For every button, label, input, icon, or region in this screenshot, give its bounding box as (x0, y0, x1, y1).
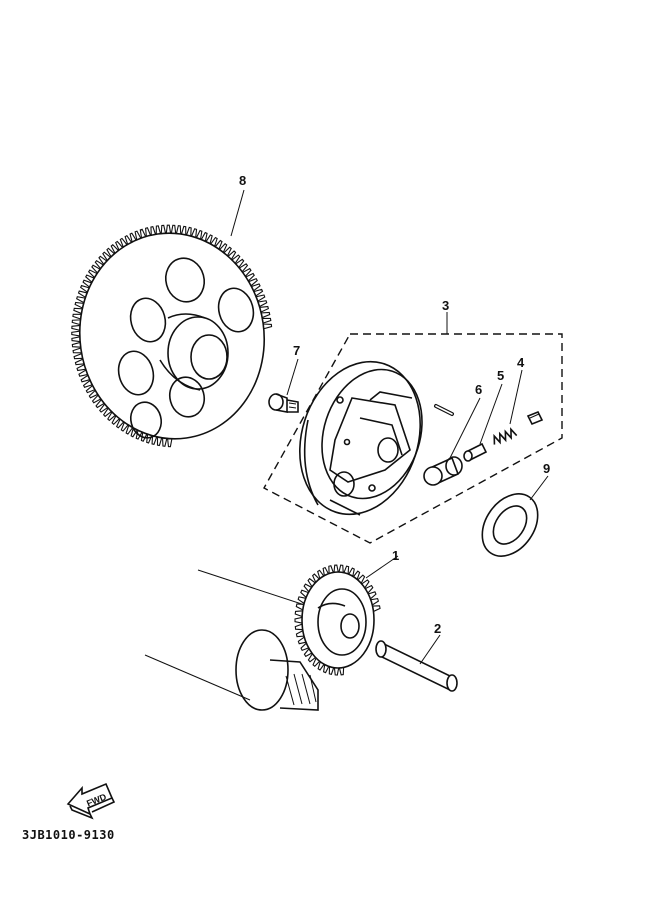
callout-3: 3 (442, 298, 449, 313)
leader-line-1 (365, 555, 399, 579)
shaft-2 (375, 640, 458, 692)
bolt-7 (268, 393, 299, 413)
idler-gear-1 (294, 564, 381, 676)
washer-9 (481, 493, 539, 557)
gear-hole (117, 350, 155, 396)
spring-4 (493, 410, 544, 445)
callout-1: 1 (392, 548, 399, 563)
roller-6 (423, 456, 463, 486)
gear-hole (217, 287, 255, 333)
plunger-5 (463, 442, 488, 462)
leader-line-4 (509, 369, 523, 425)
starter-clutch-body (299, 360, 423, 516)
gear-body-outline (78, 232, 266, 440)
assembly-3-boundary (263, 333, 563, 544)
part-code: 3JB1010-9130 (22, 828, 115, 842)
gear-hole (164, 257, 206, 303)
callout-8: 8 (239, 173, 246, 188)
small-pin (434, 404, 454, 416)
callout-7: 7 (293, 343, 300, 358)
crankshaft-phantom (144, 569, 321, 711)
leader-line-2 (419, 634, 441, 665)
gear-hole (129, 401, 163, 439)
leader-line-8 (230, 189, 245, 237)
callout-9: 9 (543, 461, 550, 476)
starter-wheel-gear (71, 224, 273, 448)
callout-5: 5 (497, 368, 504, 383)
gear-hole (168, 376, 206, 418)
leader-line-9 (529, 475, 549, 501)
leader-line-6 (449, 397, 481, 459)
callout-4: 4 (517, 355, 525, 370)
gear-hole (129, 297, 167, 343)
callout-6: 6 (475, 382, 482, 397)
fwd-arrow-icon: FWD (66, 782, 116, 820)
leader-line-5 (479, 383, 503, 445)
leader-line-7 (286, 358, 299, 396)
callout-2: 2 (434, 621, 441, 636)
